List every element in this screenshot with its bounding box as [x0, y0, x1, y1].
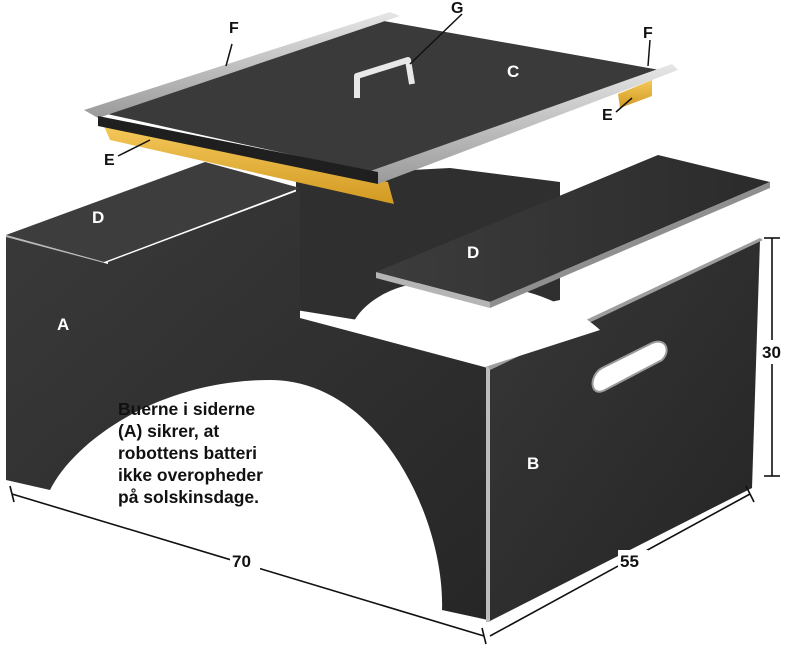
label-e-left: E: [104, 152, 115, 169]
dimension-height: 30: [762, 343, 781, 362]
label-d-left: D: [92, 208, 104, 227]
label-f-left: F: [229, 20, 239, 37]
rear-arch-opening: [350, 281, 600, 366]
label-g: G: [451, 0, 463, 17]
hand-hole-cutout: [591, 340, 668, 393]
caption-line: Buerne i siderne: [118, 399, 256, 419]
wood-strip-e-left: [104, 126, 394, 204]
caption-line: på solskinsdage.: [118, 487, 260, 507]
wood-strip-e-right: [618, 80, 652, 108]
board-d-right: [376, 155, 770, 308]
label-d-right: D: [467, 243, 479, 262]
caption-line: (A) sikrer, at: [118, 421, 220, 441]
label-e-right: E: [602, 107, 613, 124]
dim-width-bg: [230, 550, 260, 572]
steel-rim-f-left: [84, 12, 400, 118]
caption-text: Buerne i siderne (A) sikrer, at robotten…: [118, 398, 308, 508]
lid-c: [84, 12, 678, 204]
caption-line: ikke overopheder: [118, 465, 263, 485]
handle-g: [354, 57, 415, 98]
label-c: C: [507, 62, 519, 81]
dim-height-bg: [760, 340, 794, 364]
label-f-right: F: [643, 25, 653, 42]
dim-depth-bg: [618, 550, 648, 572]
label-a-left: A: [57, 315, 69, 334]
steel-rim-f-right: [362, 64, 678, 184]
leader-lines: [117, 13, 651, 157]
dimension-depth: 55: [620, 552, 639, 571]
label-b: B: [527, 454, 539, 473]
side-panel-a-left: [6, 190, 488, 620]
dimension-width: 70: [232, 552, 251, 571]
caption-line: robottens batteri: [118, 443, 258, 463]
label-a-right: A: [653, 244, 665, 263]
